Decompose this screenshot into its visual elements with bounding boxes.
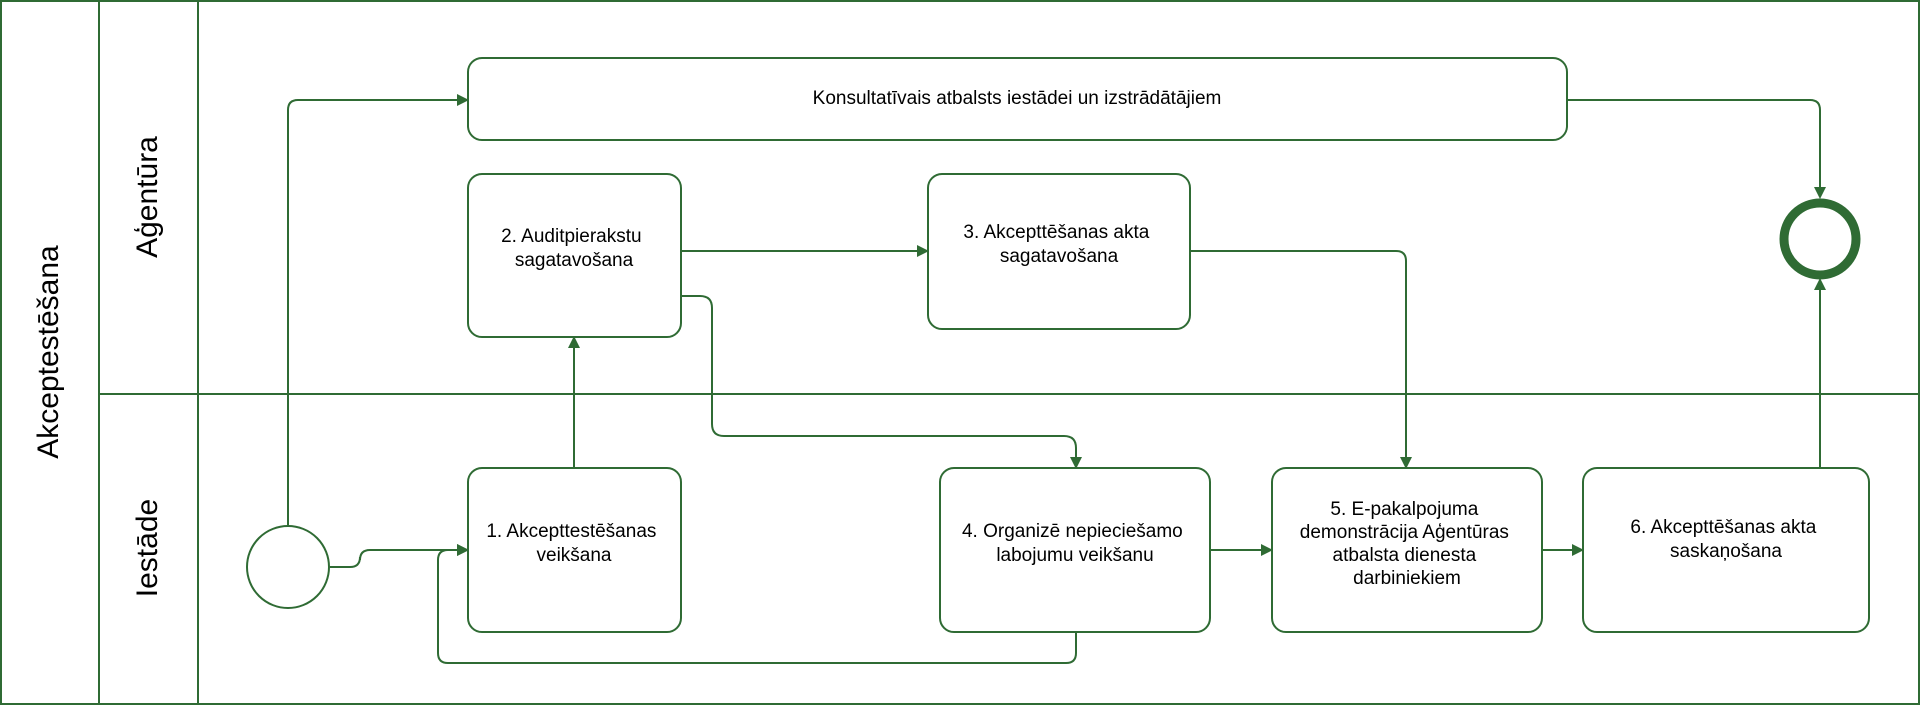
svg-text:1. Akcepttestēšanas veik: 1. Akcepttestēšanas veikšana — [486, 521, 661, 566]
task-label-line: Konsultatīvais atbalsts iestādei un izst… — [813, 88, 1222, 109]
task-consultative-support[interactable]: Konsultatīvais atbalsts iestādei un izst… — [467, 57, 1568, 141]
end-event[interactable] — [1779, 198, 1861, 280]
task-box[interactable] — [927, 173, 1191, 330]
svg-text:5. E-pakalpojuma demonst: 5. E-pakalpojuma demonstrācija Aģentūras… — [1300, 499, 1514, 589]
svg-text:6. Akcepttēšanas akta sa: 6. Akcepttēšanas akta saskaņošana — [1630, 517, 1821, 562]
task-label-line: saskaņošana — [1670, 541, 1782, 562]
task-box[interactable] — [467, 467, 682, 633]
svg-text:3. Akcepttēšanas akta sa: 3. Akcepttēšanas akta sagatavošana — [963, 222, 1154, 267]
sequence-flows — [287, 94, 1826, 664]
start-event[interactable] — [246, 525, 330, 609]
task-label-line: 1. Akcepttestēšanas — [486, 521, 656, 542]
flow-t4-loop-to-t1 — [437, 544, 1077, 664]
task-label-line: 2. Auditpierakstu — [501, 226, 641, 247]
task-box[interactable] — [1271, 467, 1543, 633]
task-label-line: sagatavošana — [515, 250, 634, 271]
task-label-line: 6. Akcepttēšanas akta — [1630, 517, 1816, 538]
task-2-audit-records[interactable]: 2. Auditpierakstu sagatavošana — [467, 173, 682, 338]
task-4-organize-fixes[interactable]: 4. Organizē nepieciešamo labojumu veikša… — [939, 467, 1211, 633]
task-5-e-service-demo[interactable]: 5. E-pakalpojuma demonstrācija Aģentūras… — [1271, 467, 1543, 633]
lane-label-iestade: Iestāde — [131, 499, 164, 597]
task-box[interactable] — [939, 467, 1211, 633]
task-3-act-preparation[interactable]: 3. Akcepttēšanas akta sagatavošana — [927, 173, 1191, 330]
task-label-line: atbalsta dienesta — [1333, 545, 1477, 566]
task-1-acceptance-testing[interactable]: 1. Akcepttestēšanas veikšana — [467, 467, 682, 633]
task-label-line: sagatavošana — [1000, 246, 1119, 267]
lane-label-agentura: Aģentūra — [131, 136, 164, 258]
task-box[interactable] — [467, 57, 1568, 141]
task-label-line: 3. Akcepttēšanas akta — [963, 222, 1149, 243]
task-label-line: labojumu veikšanu — [996, 545, 1153, 566]
pool-label: Akceptestēšana — [32, 245, 65, 459]
task-label-line: demonstrācija Aģentūras — [1300, 522, 1509, 543]
flow-consult-to-end — [1567, 99, 1826, 199]
flow-t2-to-t4 — [681, 295, 1082, 469]
task-label-line: veikšana — [537, 545, 612, 566]
flow-t3-to-t5 — [1190, 250, 1412, 469]
task-label-line: 4. Organizē nepieciešamo — [962, 521, 1183, 542]
flow-start-to-t1 — [330, 544, 469, 568]
svg-text:4. Organizē nepieciešamo: 4. Organizē nepieciešamo labojumu veikša… — [962, 521, 1188, 566]
flow-start-to-consult — [287, 94, 469, 525]
task-box[interactable] — [467, 173, 682, 338]
task-label-line: 5. E-pakalpojuma — [1330, 499, 1478, 520]
svg-text:Konsultatīvais atbalsts iestād: Konsultatīvais atbalsts iestādei un izst… — [813, 88, 1222, 109]
svg-text:2. Auditpierakstu sagata: 2. Auditpierakstu sagatavošana — [501, 226, 647, 271]
task-box[interactable] — [1582, 467, 1870, 633]
task-label-line: darbiniekiem — [1353, 568, 1461, 589]
task-6-act-approval[interactable]: 6. Akcepttēšanas akta saskaņošana — [1582, 467, 1870, 633]
